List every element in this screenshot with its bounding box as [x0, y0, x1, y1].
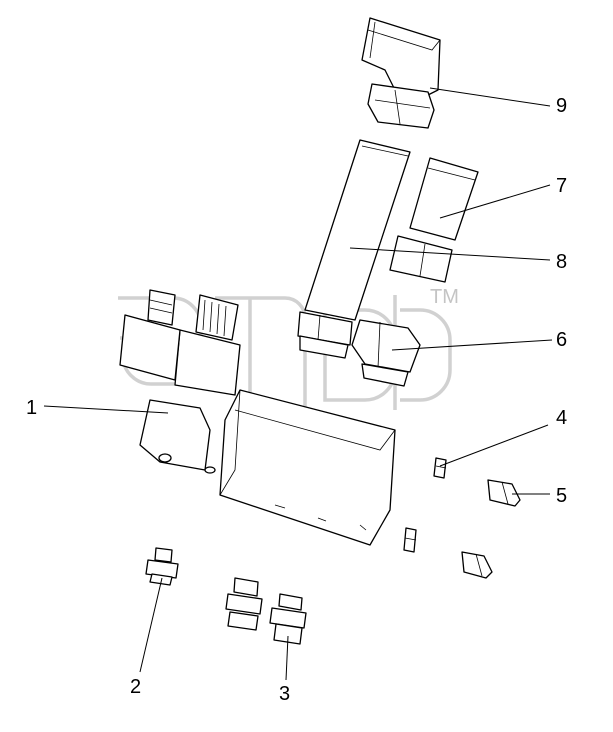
watermark-tm-text: TM: [430, 286, 459, 308]
leader-line-4: [439, 424, 549, 467]
leader-line-3: [285, 635, 289, 681]
leader-line-6: [391, 339, 553, 351]
callout-2: 2: [130, 676, 141, 698]
leader-line-8: [349, 247, 551, 261]
callout-1: 1: [26, 397, 37, 419]
leader-line-1: [43, 405, 169, 414]
leader-line-7: [439, 184, 551, 219]
callout-labels: 1 2 3 4 5 6 7 8 9: [26, 95, 567, 705]
part-6-hex-nut: [351, 319, 421, 387]
callout-4: 4: [556, 407, 567, 429]
callout-9: 9: [556, 95, 567, 117]
callout-3: 3: [279, 683, 290, 705]
part-8-long-tube: [297, 139, 411, 359]
part-7-tube-with-hex: [389, 157, 479, 283]
callout-6: 6: [556, 329, 567, 351]
part-3-fittings: [225, 577, 307, 645]
leader-line-9: [429, 87, 551, 107]
part-2-fitting: [145, 547, 179, 586]
part-4-seals: [403, 457, 447, 553]
callout-7: 7: [556, 175, 567, 197]
part-9-elbow-fitting: [361, 17, 441, 129]
part-5-plugs: [461, 479, 521, 579]
leader-line-2: [139, 577, 163, 673]
leader-lines: [43, 87, 553, 681]
callout-8: 8: [556, 251, 567, 273]
part-1-valve-body: [119, 289, 396, 546]
callout-5: 5: [556, 485, 567, 507]
